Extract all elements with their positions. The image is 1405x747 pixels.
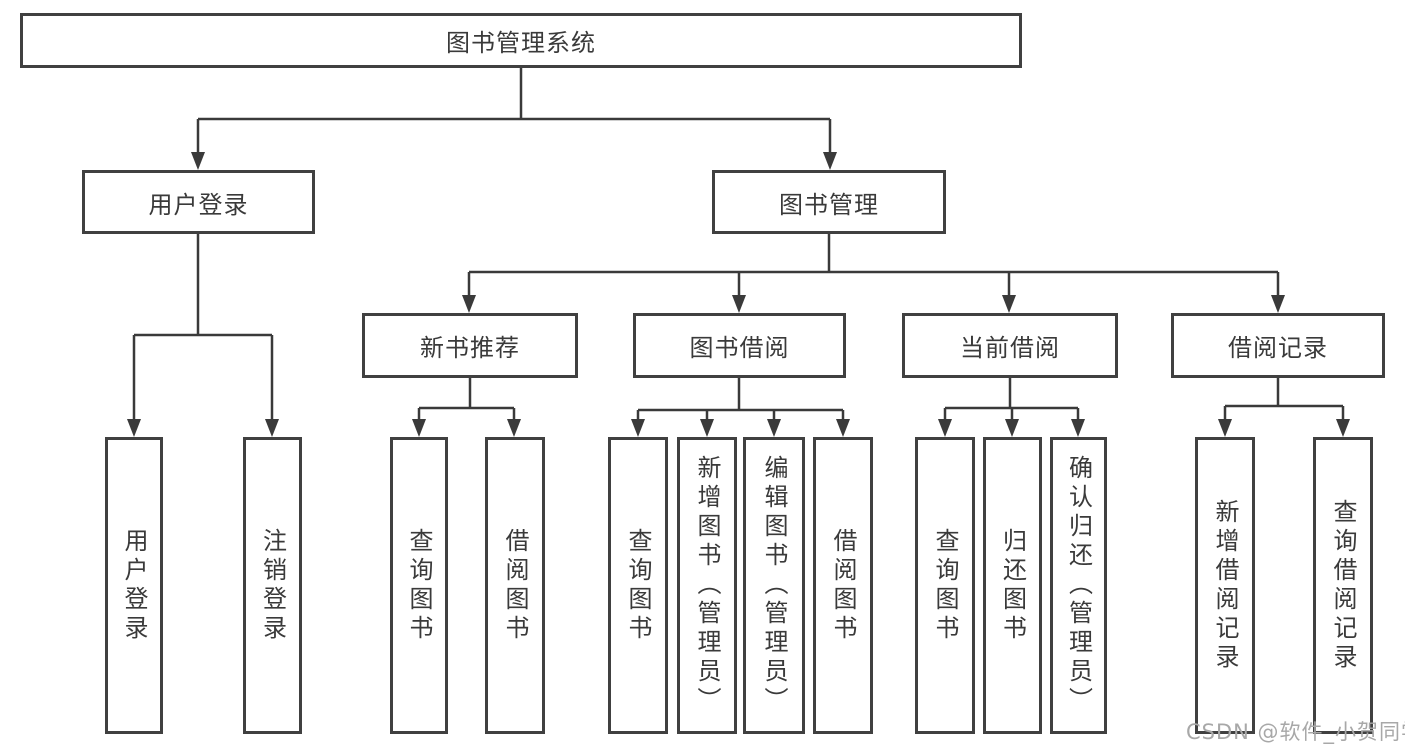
leaf-current-return: 归还图书: [983, 437, 1042, 734]
leaf-current-confirm-label: 确认归还（管理员）: [1064, 455, 1093, 716]
leaf-records-add-label: 新增借阅记录: [1211, 498, 1239, 673]
node-book-borrow: 图书借阅: [633, 313, 846, 378]
leaf-current-confirm: 确认归还（管理员）: [1050, 437, 1107, 734]
leaf-logout: 注销登录: [243, 437, 302, 734]
node-root: 图书管理系统: [20, 13, 1022, 68]
node-book-borrow-label: 图书借阅: [689, 334, 790, 362]
node-user-login-label: 用户登录: [148, 190, 249, 219]
leaf-borrow-edit-label: 编辑图书（管理员）: [760, 455, 788, 716]
leaf-newbooks-query: 查询图书: [390, 437, 448, 734]
arrowheads: [127, 152, 1350, 437]
leaf-borrow-borrow-label: 借阅图书: [829, 527, 857, 644]
node-new-books-label: 新书推荐: [420, 334, 520, 362]
node-book-management: 图书管理: [712, 170, 946, 234]
leaf-newbooks-borrow: 借阅图书: [485, 437, 545, 734]
leaf-user-login: 用户登录: [105, 437, 163, 734]
leaf-current-return-label: 归还图书: [998, 527, 1027, 644]
leaf-borrow-edit: 编辑图书（管理员）: [743, 437, 805, 734]
leaf-records-query-label: 查询借阅记录: [1329, 498, 1357, 673]
leaf-records-query: 查询借阅记录: [1313, 437, 1373, 734]
leaf-logout-label: 注销登录: [258, 527, 287, 644]
leaf-records-add: 新增借阅记录: [1195, 437, 1255, 734]
leaf-borrow-borrow: 借阅图书: [813, 437, 873, 734]
leaf-newbooks-borrow-label: 借阅图书: [501, 527, 529, 644]
node-book-management-label: 图书管理: [779, 190, 879, 219]
node-borrow-records: 借阅记录: [1171, 313, 1385, 378]
csdn-watermark: CSDN @软件_小贺同学: [1186, 720, 1405, 744]
node-root-label: 图书管理系统: [446, 29, 596, 57]
node-new-books: 新书推荐: [362, 313, 578, 378]
leaf-borrow-query: 查询图书: [608, 437, 668, 734]
leaf-user-login-label: 用户登录: [120, 527, 148, 644]
leaf-newbooks-query-label: 查询图书: [405, 527, 433, 644]
node-user-login: 用户登录: [82, 170, 315, 234]
leaf-borrow-query-label: 查询图书: [624, 527, 652, 644]
node-borrow-records-label: 借阅记录: [1228, 334, 1328, 362]
node-current-borrow-label: 当前借阅: [960, 334, 1060, 362]
leaf-current-query: 查询图书: [915, 437, 975, 734]
leaf-current-query-label: 查询图书: [931, 527, 959, 644]
leaf-borrow-add-label: 新增图书（管理员）: [693, 455, 721, 716]
node-current-borrow: 当前借阅: [902, 313, 1118, 378]
leaf-borrow-add: 新增图书（管理员）: [677, 437, 737, 734]
